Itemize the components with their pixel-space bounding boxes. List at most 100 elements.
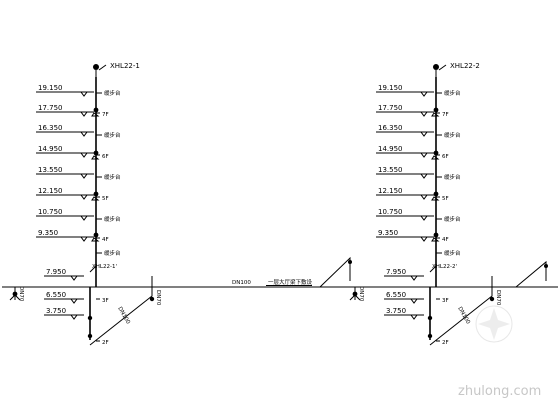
floor-label: 5F: [102, 196, 109, 202]
elevation-label: 10.750: [38, 208, 63, 216]
elevation-triangle: [420, 91, 428, 97]
valve-base-icon: [431, 155, 440, 160]
riser-bottom-leader: [89, 265, 97, 273]
valve-icon: [93, 232, 99, 238]
landing-label: 缓步台: [104, 89, 121, 97]
left-stub-dn-label: DN70: [358, 286, 364, 302]
elevation-triangle: [420, 215, 428, 221]
lower-valve-icon: [427, 315, 433, 321]
floor-label: 4F: [102, 237, 109, 243]
elevation-label: 13.550: [378, 166, 403, 174]
inclined-branch-pipe: [429, 295, 493, 346]
elevation-label: 17.750: [38, 104, 63, 112]
elevation-triangle: [80, 131, 88, 137]
left-stub-valve-icon: [12, 291, 18, 297]
valve-base-icon: [91, 196, 100, 201]
elevation-label: 13.550: [38, 166, 63, 174]
elevation-label: 6.550: [46, 291, 66, 299]
valve-icon: [433, 191, 439, 197]
floor-label: 5F: [442, 196, 449, 202]
lower-valve-icon: [87, 315, 93, 321]
branch-hook-pipe: [319, 256, 351, 288]
right-stub-dn-label: DN70: [495, 290, 501, 306]
valve-icon: [93, 150, 99, 156]
right-stub-dn-label: DN70: [155, 290, 161, 306]
valve-icon: [433, 107, 439, 113]
floor-label: 7F: [442, 112, 449, 118]
floor-label: 7F: [102, 112, 109, 118]
elevation-triangle: [80, 91, 88, 97]
branch-hook-pipe: [515, 260, 547, 288]
elevation-triangle: [70, 298, 78, 304]
right-stub-valve-icon: [149, 296, 155, 302]
elevation-triangle: [420, 152, 428, 158]
elevation-label: 10.750: [378, 208, 403, 216]
inclined-branch-pipe: [89, 295, 153, 346]
elevation-triangle: [420, 111, 428, 117]
elevation-label: 19.150: [378, 84, 403, 92]
riser-top-marker: [433, 64, 439, 70]
elevation-label: 7.950: [386, 268, 406, 276]
elevation-label: 6.550: [386, 291, 406, 299]
riser-bottom-label: XHL22-1': [92, 264, 117, 270]
elevation-triangle: [420, 131, 428, 137]
valve-icon: [93, 107, 99, 113]
elevation-label: 16.350: [378, 124, 403, 132]
floor-label: 2F: [442, 340, 449, 346]
floor-label: 3F: [442, 298, 449, 304]
valve-icon: [93, 191, 99, 197]
riser-top-leader: [98, 64, 107, 71]
elevation-label: 19.150: [38, 84, 63, 92]
valve-base-icon: [431, 196, 440, 201]
landing-label: 缓步台: [444, 215, 461, 223]
floor-label: 6F: [442, 154, 449, 160]
riser-xhl22-2: XHL22-219.15017.75016.35014.95013.55012.…: [349, 62, 501, 346]
elevation-triangle: [80, 236, 88, 242]
elevation-label: 12.150: [38, 187, 63, 195]
main-pipe-dn-label: DN100: [232, 280, 251, 286]
left-stub-valve-icon: [352, 291, 358, 297]
watermark-logo: [475, 305, 513, 343]
elevation-triangle: [410, 298, 418, 304]
valve-base-icon: [91, 112, 100, 117]
riser-top-label: XHL22-2: [450, 62, 480, 70]
valve-base-icon: [431, 112, 440, 117]
riser-xhl22-1: XHL22-1 19.150 17.750 16.350 14.950 13.550 12.…: [9, 62, 161, 346]
valve-base-icon: [91, 155, 100, 160]
elevation-label: 9.350: [378, 229, 398, 237]
elevation-label: 17.750: [378, 104, 403, 112]
valve-icon: [433, 232, 439, 238]
left-stub-dn-label: DN70: [18, 286, 24, 302]
elevation-triangle: [80, 215, 88, 221]
riser-top-marker: [93, 64, 99, 70]
floor-label: 2F: [102, 340, 109, 346]
landing-label: 缓步台: [104, 249, 121, 257]
riser-bottom-leader: [429, 265, 437, 273]
left-stub-hook-icon: [9, 294, 21, 301]
hook-valve-icon: [544, 264, 548, 268]
lower-valve-icon: [87, 333, 93, 339]
riser-top-leader: [438, 64, 447, 71]
landing-label: 缓步台: [104, 215, 121, 223]
watermark-text: zhulong.com: [458, 384, 541, 399]
elevation-triangle: [420, 194, 428, 200]
riser-top-label: XHL22-1: [110, 62, 140, 70]
elevation-label: 14.950: [378, 145, 403, 153]
elevation-triangle: [410, 314, 418, 320]
elevation-label: 9.350: [38, 229, 58, 237]
landing-label: 缓步台: [444, 89, 461, 97]
floor-label: 3F: [102, 298, 109, 304]
elevation-label: 16.350: [38, 124, 63, 132]
valve-icon: [433, 150, 439, 156]
valve-base-icon: [431, 237, 440, 242]
elevation-label: 3.750: [386, 307, 406, 315]
elevation-triangle: [80, 111, 88, 117]
elevation-triangle: [80, 194, 88, 200]
elevation-triangle: [70, 275, 78, 281]
landing-label: 缓步台: [444, 249, 461, 257]
elevation-label: 14.950: [38, 145, 63, 153]
elevation-triangle: [80, 152, 88, 158]
elevation-label: 7.950: [46, 268, 66, 276]
landing-label: 缓步台: [104, 173, 121, 181]
